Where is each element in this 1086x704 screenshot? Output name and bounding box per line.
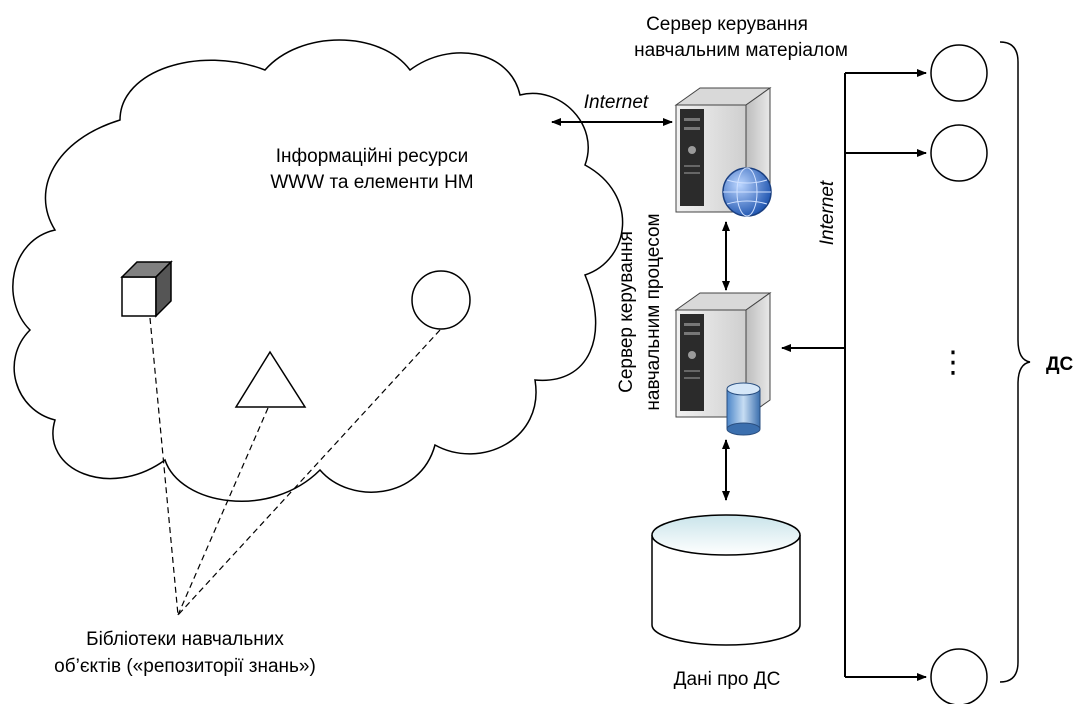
server-management-material-icon: [674, 87, 772, 217]
triangle-icon: [234, 350, 307, 408]
clients-brace: [999, 41, 1031, 683]
library-label-line2: об’єктів («репозиторії знань»): [54, 656, 316, 677]
database-cylinder-icon: [726, 382, 761, 436]
internet-label-vertical: Internet: [817, 180, 838, 245]
client-circle-last: [930, 648, 988, 704]
cloud-shape: [12, 39, 624, 502]
client-circle-2: [930, 124, 988, 182]
server-management-process-icon: [674, 292, 772, 436]
cloud-title-line2: WWW та елементи НМ: [270, 172, 473, 193]
circle-icon: [411, 270, 471, 330]
server-mid-label-line1: Сервер керування: [616, 231, 637, 393]
student-database: [651, 514, 801, 646]
server-mid-label-line2: навчальним процесом: [643, 213, 664, 410]
database-label: Дані про ДС: [674, 669, 781, 690]
internet-label-horizontal: Internet: [584, 92, 649, 113]
cube-icon: [120, 260, 173, 318]
clients-group-label: ДС: [1046, 354, 1074, 375]
globe-icon: [722, 167, 772, 217]
cloud-title-line1: Інформаційні ресурси: [276, 146, 468, 167]
server-top-label-line2: навчальним матеріалом: [634, 40, 848, 61]
network-bus: [781, 69, 927, 681]
library-label-line1: Бібліотеки навчальних: [86, 629, 284, 650]
client-circle-1: [930, 44, 988, 102]
server-top-label-line1: Сервер керування: [646, 14, 808, 35]
library-links: [149, 317, 441, 616]
clients-ellipsis: ⋮: [938, 346, 968, 379]
